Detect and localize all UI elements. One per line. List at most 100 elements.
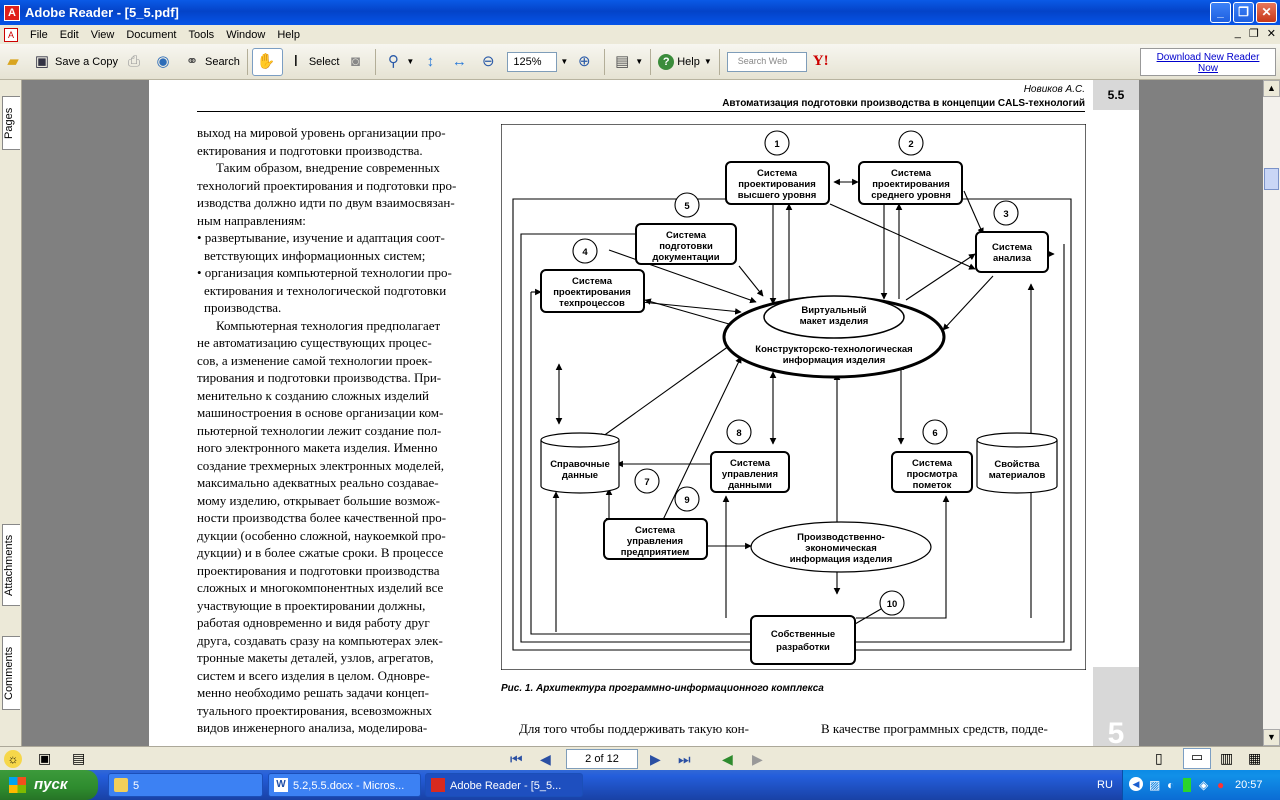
chevron-down-icon[interactable]: ▼ (560, 57, 569, 66)
go-back-icon[interactable]: ◀ (722, 751, 733, 767)
previous-page-button[interactable]: ◀ (540, 751, 551, 767)
antivirus-icon[interactable]: ● (1217, 778, 1225, 792)
ellipse-text: Виртуальный (801, 305, 866, 316)
security-icon[interactable]: ◈ (1199, 778, 1209, 792)
menu-window[interactable]: Window (226, 28, 266, 41)
fit-width-button[interactable]: ↔ (446, 48, 475, 76)
window-title: Adobe Reader - [5_5.pdf] (25, 5, 179, 20)
box-own-developments (750, 615, 856, 665)
pdf-document-icon[interactable]: A (4, 27, 18, 42)
box-text: Система (635, 525, 676, 536)
text-line: друга, создавать сразу на компьютерах эл… (197, 632, 443, 648)
text-column: выход на мировой уровень организации про… (197, 124, 477, 737)
start-button[interactable]: пуск (0, 770, 98, 800)
connector-lines (512, 178, 1072, 651)
clock[interactable]: 20:57 (1235, 779, 1263, 791)
email-button[interactable]: ◉ (150, 48, 179, 76)
scroll-thumb[interactable] (1264, 168, 1279, 190)
open-button[interactable]: ▰ (0, 48, 29, 76)
doc-minimize-button[interactable]: _ (1234, 27, 1241, 39)
globe-email-icon: ◉ (156, 52, 170, 70)
circle-label: 5 (684, 201, 690, 212)
box-text: высшего уровня (738, 190, 817, 201)
scroll-up-button[interactable]: ▲ (1263, 80, 1280, 97)
question-icon: ? (658, 53, 675, 70)
minimize-button[interactable]: _ (1210, 2, 1231, 23)
text-line: ного электронного макета изделия. Именно (197, 440, 438, 455)
circle-label: 3 (1003, 209, 1008, 220)
search-button[interactable]: ⚭Search (179, 48, 243, 76)
vertical-scrollbar[interactable]: ▲ ▼ (1263, 80, 1280, 746)
tab-comments[interactable]: Comments (2, 636, 20, 710)
snapshot-button[interactable]: ◙ (342, 48, 371, 76)
pdf-page: Новиков А.С. Автоматизация подготовки пр… (149, 80, 1139, 746)
continuous-layout-icon[interactable]: ▭ (1183, 748, 1211, 769)
doc-close-button[interactable]: ✕ (1266, 28, 1276, 40)
zoom-in-button[interactable]: ⊕ (571, 48, 600, 76)
sun-icon[interactable]: ☼ (4, 750, 22, 768)
text-line: ности производства более качественной пр… (197, 510, 447, 525)
go-forward-icon[interactable]: ▶ (752, 751, 763, 767)
last-page-button[interactable]: ⏭ (678, 751, 691, 767)
zoom-level-select[interactable]: 125%▼ (504, 48, 571, 76)
menu-edit[interactable]: Edit (59, 28, 79, 41)
menu-help[interactable]: Help (277, 28, 300, 41)
zoom-level-field[interactable]: 125% (507, 51, 558, 72)
search-web-box[interactable]: Search Web (724, 48, 810, 76)
next-page-button[interactable]: ▶ (650, 751, 661, 767)
box-text: управления (627, 536, 683, 547)
screen-icon[interactable]: ▣ (38, 750, 52, 766)
menu-document[interactable]: Document (126, 28, 177, 41)
zoom-tool-button[interactable]: ⚲▼ (380, 48, 417, 76)
menu-view[interactable]: View (90, 28, 115, 41)
text-line: максимально адекватных реально создавае- (197, 475, 439, 490)
save-copy-button[interactable]: ▣Save a Copy (29, 48, 121, 76)
box-text: Система (730, 458, 771, 469)
menu-tools[interactable]: Tools (188, 28, 215, 41)
network-icon[interactable]: ▨ (1149, 778, 1161, 792)
document-viewer[interactable]: Новиков А.С. Автоматизация подготовки пр… (22, 80, 1263, 746)
single-page-layout-icon[interactable]: ▯ (1155, 750, 1163, 766)
scroll-down-button[interactable]: ▼ (1263, 729, 1280, 746)
chapter-tab-number: 5 (1093, 667, 1139, 746)
task-adobe-reader[interactable]: Adobe Reader - [5_5... (425, 773, 583, 797)
facing-layout-icon[interactable]: ▥ (1220, 750, 1234, 766)
print-button[interactable]: ⎙ (121, 48, 150, 76)
tab-attachments[interactable]: Attachments (2, 524, 20, 606)
maximize-button[interactable]: ❐ (1233, 2, 1254, 23)
fit-page-button[interactable]: ↕ (417, 48, 446, 76)
help-button[interactable]: ?Help▼ (655, 48, 715, 76)
menu-file[interactable]: File (30, 28, 48, 41)
doc-restore-button[interactable]: ❐ (1248, 28, 1259, 40)
close-button[interactable]: ✕ (1256, 2, 1277, 23)
zoom-out-button[interactable]: ⊖ (475, 48, 504, 76)
battery-icon[interactable] (1183, 778, 1191, 792)
menu-bar: A File Edit View Document Tools Window H… (0, 25, 1280, 44)
text-line: не автоматизацию существующих процес- (197, 335, 432, 350)
text-line: производства. (204, 300, 282, 315)
hand-tool-button[interactable]: ✋ (251, 47, 283, 76)
task-folder[interactable]: 5 (108, 773, 263, 797)
continuous-facing-icon[interactable]: ▦ (1248, 750, 1262, 766)
document-icon[interactable]: ▤ (72, 750, 86, 766)
page-number-field[interactable]: 2 of 12 (566, 749, 638, 769)
box-text: данными (728, 480, 772, 491)
box-text: проектирования (553, 287, 631, 298)
box-text: Система (891, 168, 932, 179)
volume-icon[interactable]: ◐ (1167, 778, 1175, 792)
first-page-button[interactable]: ⏮ (510, 751, 523, 767)
yahoo-button[interactable]: Y! (810, 48, 832, 76)
tray-expand-icon[interactable]: ◀ (1129, 777, 1143, 791)
box-text: Собственные (771, 629, 835, 640)
text-line: тирования и подготовки производства. При… (197, 370, 442, 385)
page-layout-button[interactable]: ▤▼ (609, 48, 646, 76)
header-author: Новиков А.С. (1023, 84, 1085, 95)
search-web-input[interactable]: Search Web (726, 51, 807, 72)
tab-pages[interactable]: Pages (2, 96, 20, 150)
ellipse-text: макет изделия (800, 316, 869, 327)
language-indicator[interactable]: RU (1097, 779, 1113, 791)
